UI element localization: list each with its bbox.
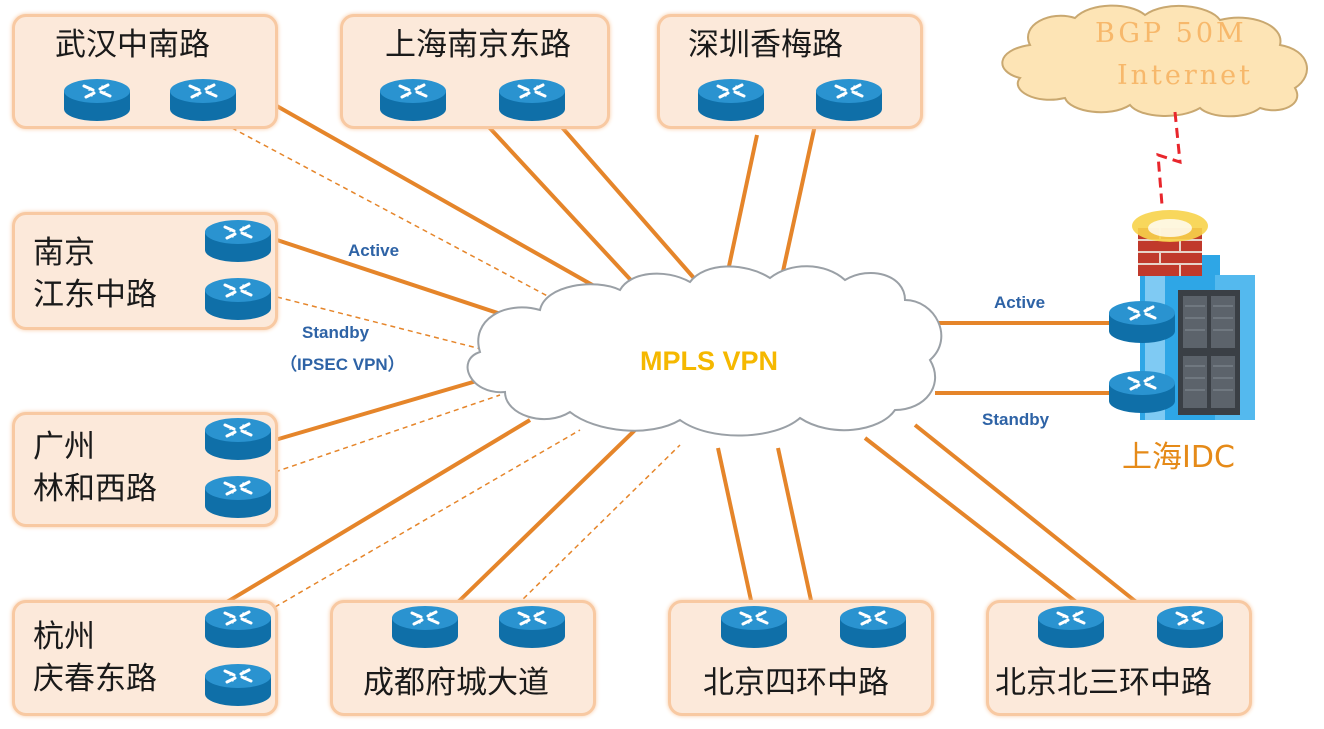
router-icon: [1107, 369, 1177, 415]
router-icon: [203, 416, 273, 462]
site-name-chengdu: 成都府城大道: [363, 665, 549, 701]
link-hangzhou-active: [220, 418, 532, 607]
link-guangzhou-standby: [274, 394, 501, 473]
link-beijing4-1: [716, 447, 754, 606]
link-nanjing-active: [276, 238, 526, 324]
router-icon: [1107, 299, 1177, 345]
link-beijingn3-2: [913, 423, 1142, 607]
internet-link: [1156, 111, 1182, 206]
link-shenzhen-1: [723, 134, 759, 286]
site-name-wuhan: 武汉中南路: [55, 27, 210, 63]
ipsec-vpn-label: （IPSEC VPN）: [280, 355, 405, 374]
site-name-shanghai-nj: 上海南京东路: [385, 27, 571, 63]
firewall-icon: [1132, 210, 1208, 276]
site-name-guangzhou-2: 林和西路: [33, 471, 157, 507]
link-hangzhou-standby: [274, 429, 581, 608]
router-icon: [719, 604, 789, 650]
router-icon: [838, 604, 908, 650]
site-name-nanjing-2: 江东中路: [33, 277, 157, 313]
link-shanghai-nj-2: [558, 123, 702, 287]
router-icon: [378, 77, 448, 123]
router-icon: [390, 604, 460, 650]
standby-links: [231, 127, 681, 608]
site-name-hangzhou-1: 杭州: [33, 619, 95, 655]
standby-label-left: Standby: [302, 323, 370, 342]
internet-label: Internet: [1117, 60, 1254, 91]
site-wuhan: 武汉中南路: [12, 14, 278, 129]
router-icon: [168, 77, 238, 123]
router-icon: [203, 662, 273, 708]
router-icon: [497, 604, 567, 650]
site-name-beijing-n3: 北京北三环中路: [995, 665, 1212, 701]
site-name-guangzhou-1: 广州: [33, 429, 95, 465]
link-chengdu-standby: [516, 444, 681, 606]
link-shenzhen-2: [778, 124, 817, 286]
link-shanghai-nj-1: [485, 123, 642, 292]
router-icon: [497, 77, 567, 123]
site-name-nanjing-1: 南京: [33, 235, 95, 271]
internet-bandwidth-label: BGP 50M: [1095, 18, 1247, 49]
site-name-shenzhen: 深圳香梅路: [688, 27, 843, 63]
site-name-hangzhou-2: 庆春东路: [33, 661, 157, 697]
router-icon: [203, 604, 273, 650]
router-icon: [696, 77, 766, 123]
link-guangzhou-active: [274, 378, 481, 442]
router-icon: [203, 276, 273, 322]
mpls-cloud: [466, 265, 943, 437]
router-icon: [203, 218, 273, 264]
standby-label-right: Standby: [982, 410, 1050, 429]
mpls-vpn-label: MPLS VPN: [640, 346, 779, 376]
link-beijing4-2: [776, 447, 814, 606]
link-wuhan-standby: [231, 127, 556, 301]
site-name-beijing-4: 北京四环中路: [703, 665, 889, 701]
link-beijingn3-1: [863, 436, 1082, 607]
server-rack-icon: [1178, 290, 1240, 415]
router-icon: [814, 77, 884, 123]
router-icon: [1155, 604, 1225, 650]
internet-cloud: [1001, 4, 1308, 118]
active-label-right: Active: [994, 293, 1046, 312]
active-label-left: Active: [348, 241, 400, 260]
idc-label: 上海IDC: [1122, 440, 1235, 475]
active-links: [220, 103, 1142, 607]
link-chengdu-active: [453, 428, 637, 607]
link-wuhan-active: [274, 103, 611, 297]
router-icon: [1036, 604, 1106, 650]
router-icon: [203, 474, 273, 520]
router-icon: [62, 77, 132, 123]
